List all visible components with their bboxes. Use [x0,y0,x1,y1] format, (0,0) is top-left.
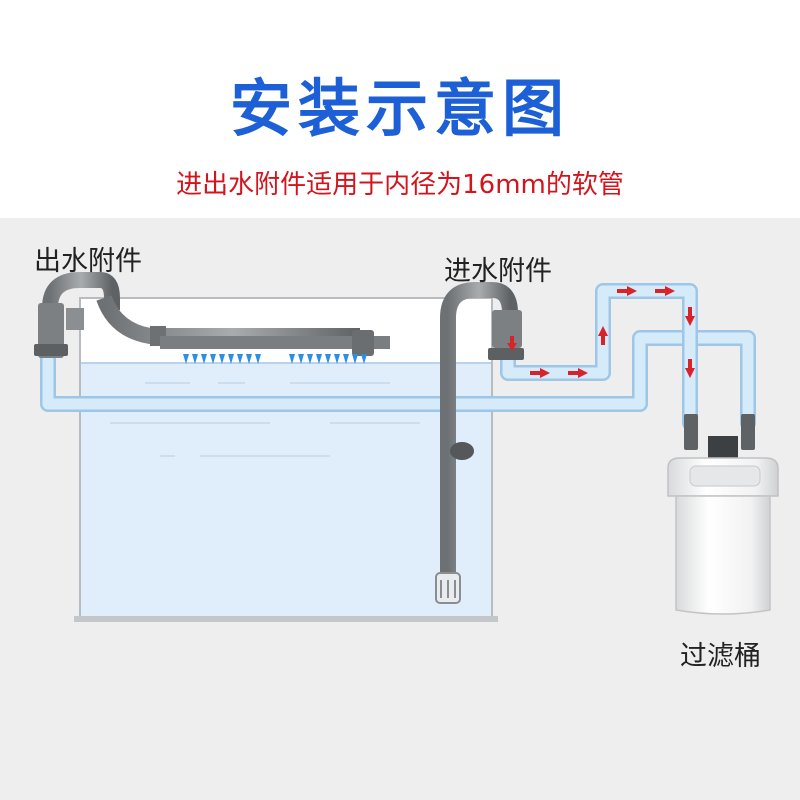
flow-arrow-icon [685,307,695,326]
spray-drop-icon [334,354,340,364]
flow-arrow-icon [598,326,608,345]
inlet-fitting-icon [440,282,524,593]
spray-drop-icon [343,354,349,364]
suction-cup-icon [450,442,474,460]
outlet-fitting-label: 出水附件 [34,246,142,277]
spray-bar-icon [160,330,390,364]
flow-arrow-icon [617,286,637,296]
flow-arrow-icon [568,368,588,378]
spray-drop-icon [298,354,304,364]
spray-drops [183,354,367,364]
header: 安装示意图 进出水附件适用于内径为16mm的软管 [0,0,800,218]
flow-arrow-icon [685,359,695,378]
spray-drop-icon [352,354,358,364]
spray-drop-icon [325,354,331,364]
inlet-fitting-label: 进水附件 [444,256,552,287]
spray-drop-icon [255,354,261,364]
spray-drop-icon [228,354,234,364]
flow-arrows [507,286,695,378]
spray-drop-icon [246,354,252,364]
spray-drop-icon [289,354,295,364]
strainer-icon [435,572,461,604]
outlet-fitting-icon [34,272,360,358]
flow-arrow-icon [530,368,550,378]
spray-drop-icon [201,354,207,364]
canister-filter-icon [667,414,779,615]
spray-drop-icon [210,354,216,364]
diagram-stage: 出水附件 进水附件 过滤桶 [0,218,800,800]
spray-drop-icon [183,354,189,364]
spray-drop-icon [192,354,198,364]
spray-drop-icon [219,354,225,364]
spray-drop-icon [361,354,367,364]
flow-arrow-icon [655,286,675,296]
page-title: 安装示意图 [229,72,570,145]
spray-drop-icon [316,354,322,364]
canister-filter-label: 过滤桶 [680,641,761,672]
installation-diagram [34,272,779,622]
flow-arrow-icon [507,336,517,351]
spray-drop-icon [307,354,313,364]
spray-drop-icon [237,354,243,364]
page-subtitle: 进出水附件适用于内径为16mm的软管 [176,170,624,200]
